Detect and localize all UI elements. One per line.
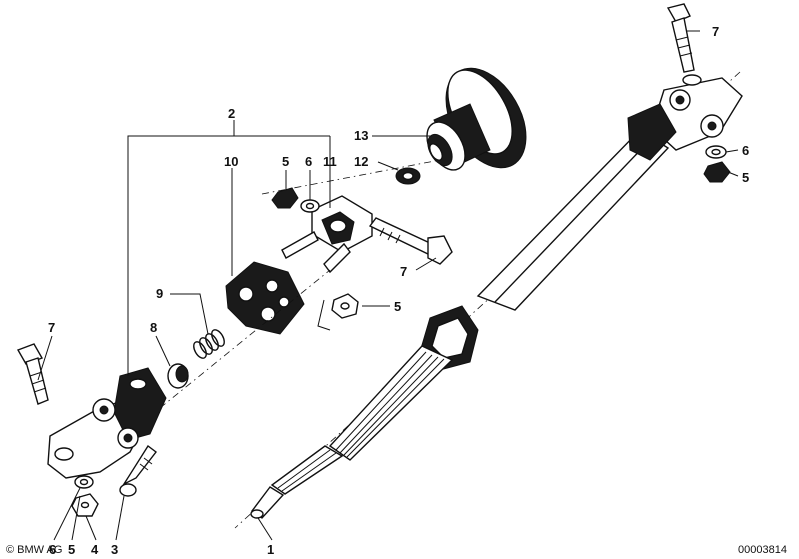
callout-11: 11 <box>323 154 337 169</box>
drawing-number: 00003814 <box>738 544 787 556</box>
callout-7-top-right: 7 <box>712 24 719 39</box>
nut-left <box>71 493 99 517</box>
callout-6-upper: 6 <box>305 154 312 169</box>
callout-7-left: 7 <box>48 320 55 335</box>
nut-upper <box>271 187 299 209</box>
callout-5-upper: 5 <box>282 154 289 169</box>
callout-2: 2 <box>228 106 235 121</box>
nut-middle <box>331 293 359 319</box>
bolt-left <box>16 343 49 405</box>
callout-10: 10 <box>224 154 238 169</box>
callout-5-bottom: 5 <box>68 542 75 557</box>
bolt-bottom <box>119 444 157 497</box>
leader-lines <box>37 30 739 541</box>
callout-6-right: 6 <box>742 143 749 158</box>
bmw-copyright-logo: © BMW AG <box>6 544 62 556</box>
callout-7-middle: 7 <box>400 264 407 279</box>
nut-right <box>703 161 731 183</box>
bolt-middle <box>368 217 453 265</box>
lower-universal-joint <box>47 367 167 479</box>
callout-12: 12 <box>354 154 368 169</box>
bolt-top-right <box>666 3 695 73</box>
spline-lines <box>335 351 445 458</box>
washer-right <box>705 145 727 159</box>
callout-labels: 7 6 5 13 12 2 10 5 6 11 7 5 9 8 7 1 3 4 … <box>48 24 749 557</box>
washer-upper <box>300 199 320 213</box>
callout-1: 1 <box>267 542 274 557</box>
callout-5-right: 5 <box>742 170 749 185</box>
rubber-boot <box>426 67 527 171</box>
sleeve <box>167 363 189 389</box>
callout-6-bottom: 6 <box>49 542 56 557</box>
callout-13: 13 <box>354 128 368 143</box>
upper-universal-joint <box>627 74 743 161</box>
steering-shaft <box>234 71 741 529</box>
clamp <box>261 159 441 274</box>
washer-left <box>74 475 94 489</box>
callout-3: 3 <box>111 542 118 557</box>
callout-4: 4 <box>91 542 99 557</box>
callout-8: 8 <box>150 320 157 335</box>
flexible-disc <box>159 261 331 409</box>
callout-9: 9 <box>156 286 163 301</box>
spring <box>193 329 225 359</box>
callout-5-middle: 5 <box>394 299 401 314</box>
